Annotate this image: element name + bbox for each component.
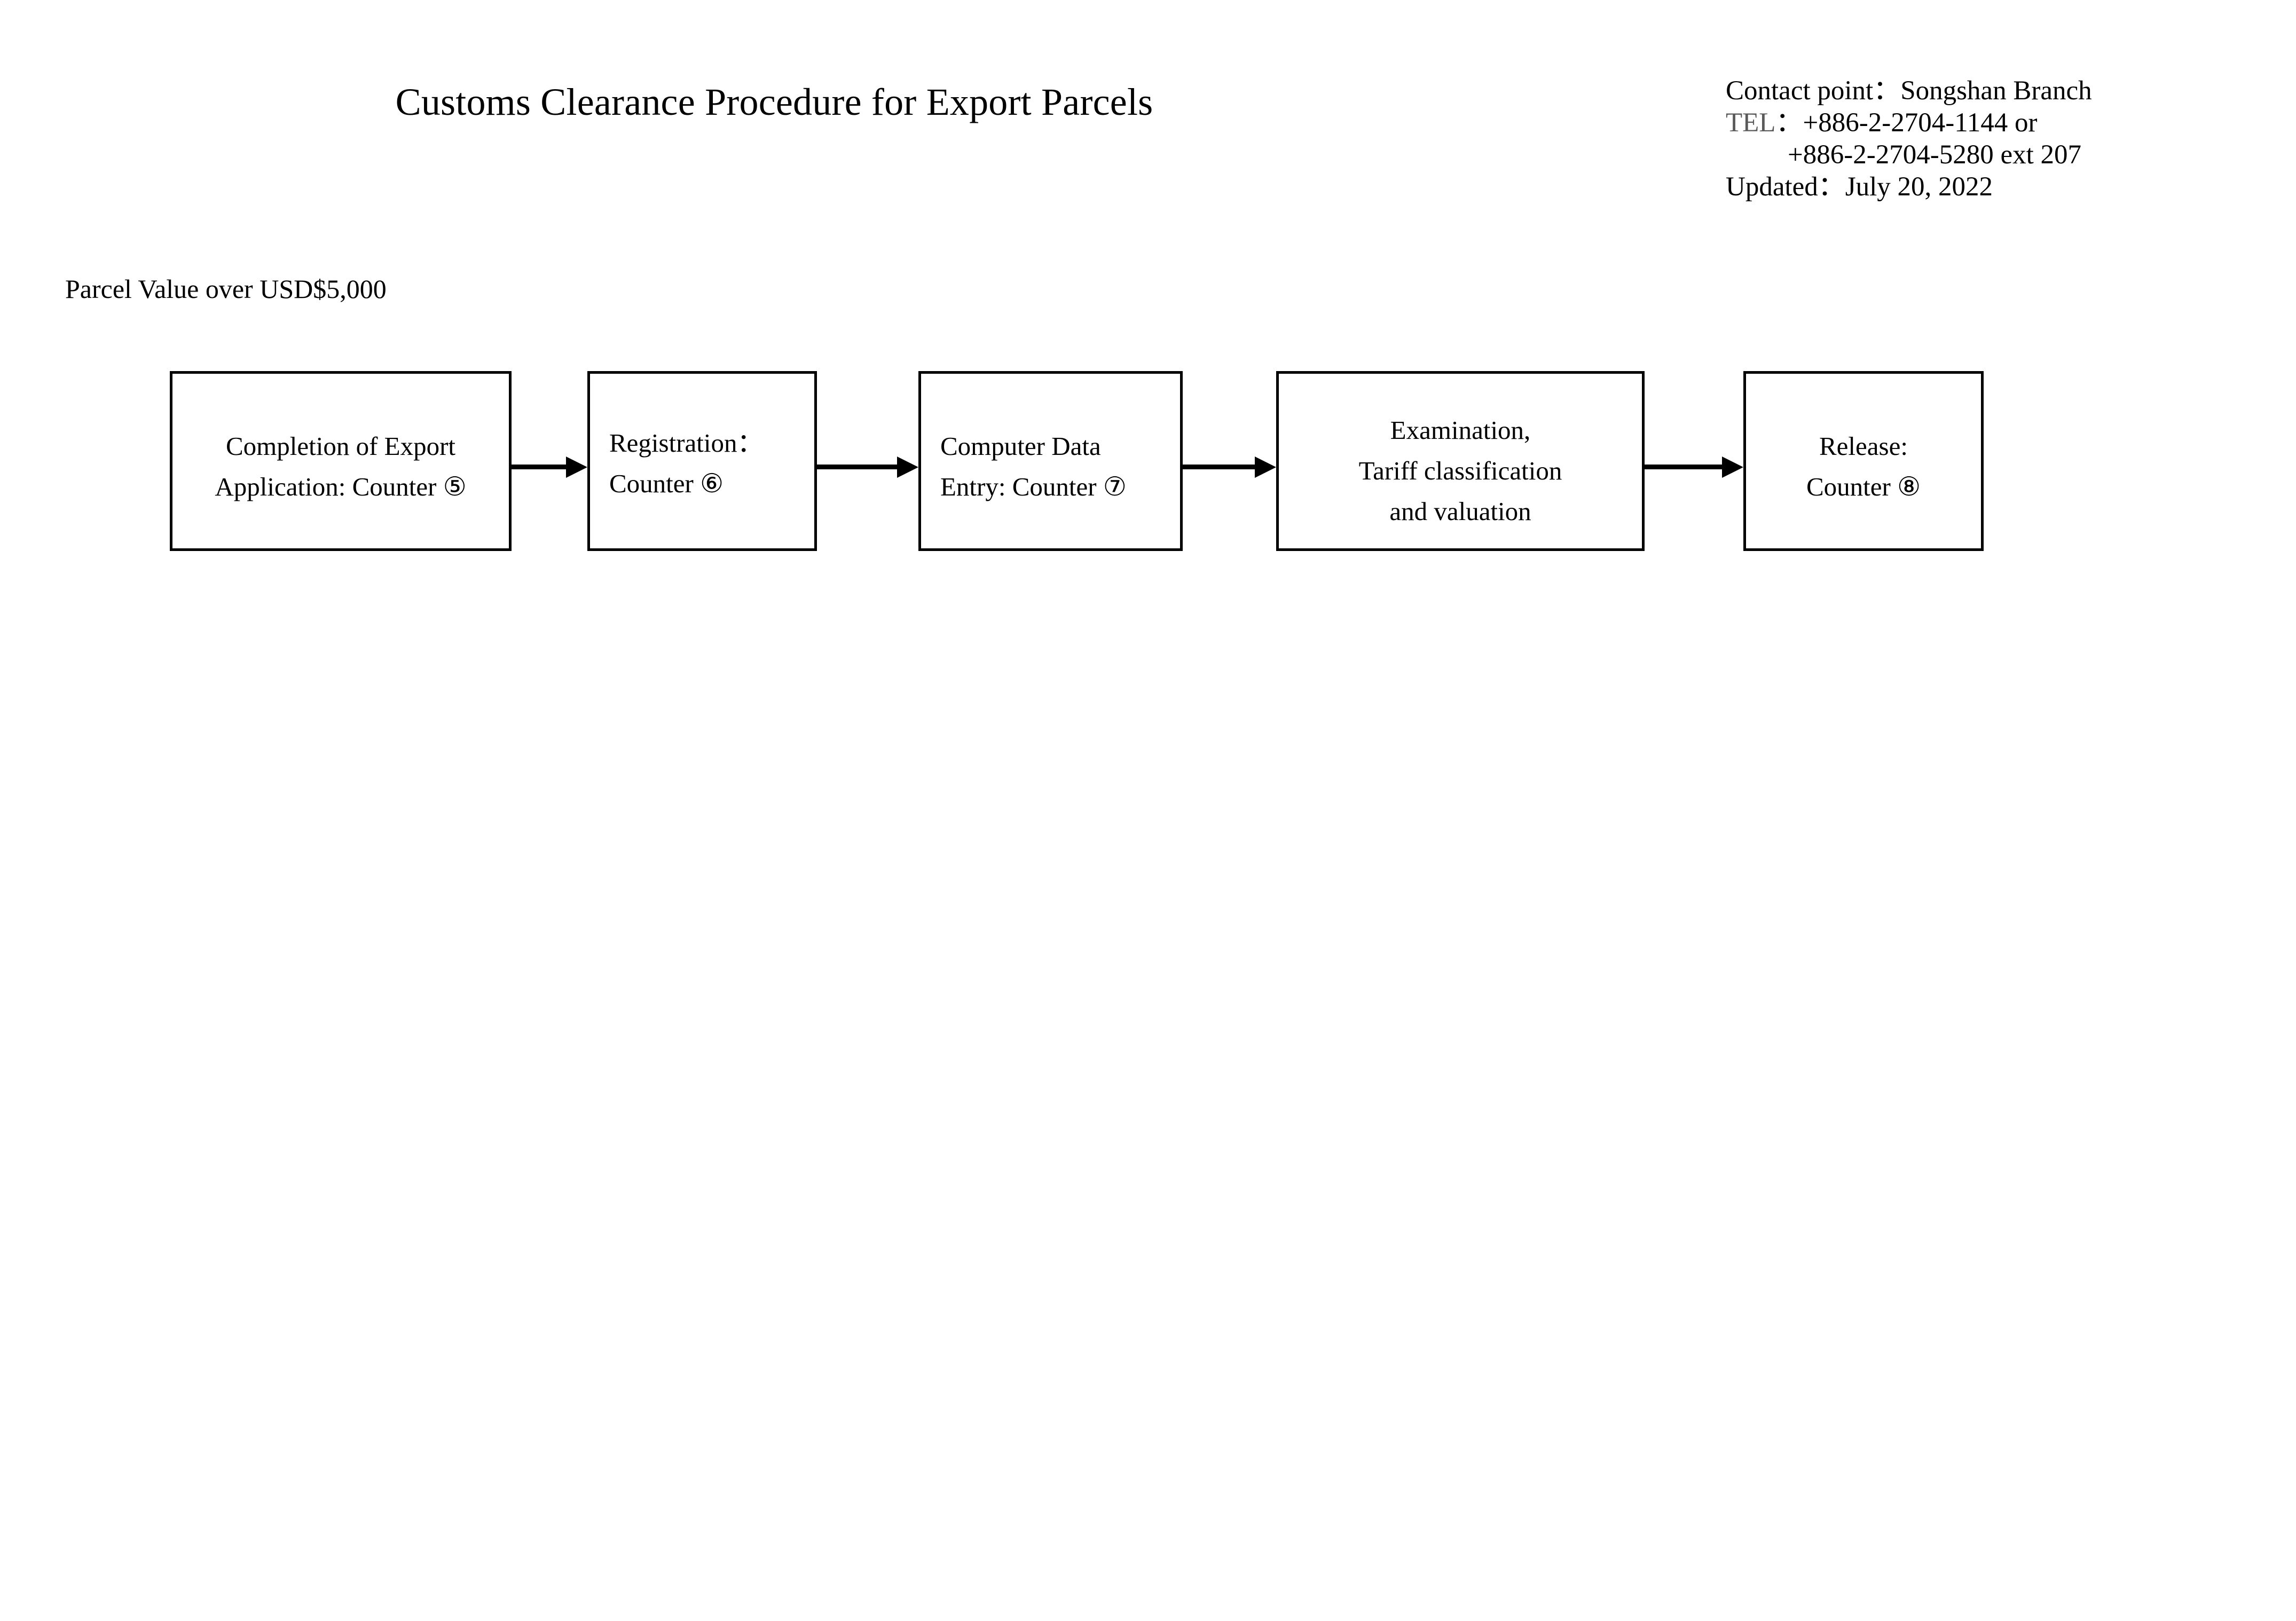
flow-box-text: Completion of Export Application: Counte… (172, 426, 509, 507)
flow-box-line: Counter ⑥ (609, 469, 724, 498)
arrow-shaft (512, 465, 566, 469)
arrow-shaft (1645, 465, 1722, 469)
flow-box-line: and valuation (1389, 497, 1531, 526)
flow-box-line: Tariff classification (1358, 456, 1562, 485)
flow-box-line: Counter ⑧ (1806, 472, 1921, 501)
flow-box-line: Entry: Counter ⑦ (940, 472, 1127, 501)
arrow-head (1722, 457, 1743, 478)
flow-box-examination-tariff-valuation: Examination, Tariff classification and v… (1276, 371, 1645, 551)
tel-separator: ： (1775, 108, 1803, 138)
flow-arrow-icon (817, 457, 918, 478)
flow-box-computer-data-entry: Computer Data Entry: Counter ⑦ (918, 371, 1183, 551)
tel-number-primary: +886-2-2704-1144 or (1803, 108, 2038, 138)
tel-number-secondary: +886-2-2704-5280 ext 207 (1788, 140, 2082, 170)
flow-arrow-icon (1645, 457, 1743, 478)
parcel-value-note: Parcel Value over USD$5,000 (65, 274, 387, 304)
flow-box-line: Computer Data (940, 431, 1101, 461)
flow-box-line: Registration： (609, 428, 764, 458)
flow-box-text: Examination, Tariff classification and v… (1279, 410, 1642, 532)
arrow-head (566, 457, 587, 478)
contact-info-block: Contact point：Songshan Branch TEL：+886-2… (1726, 75, 2092, 203)
flow-box-line: Release: (1819, 431, 1908, 461)
page-title: Customs Clearance Procedure for Export P… (395, 81, 1153, 123)
arrow-head (897, 457, 918, 478)
flow-box-line: Completion of Export (225, 431, 456, 461)
flow-box-line: Application: Counter ⑤ (215, 472, 467, 501)
flow-box-registration: Registration： Counter ⑥ (587, 371, 817, 551)
flow-box-text: Computer Data Entry: Counter ⑦ (921, 426, 1180, 507)
updated-line: Updated：July 20, 2022 (1726, 172, 1993, 202)
flow-box-text: Release: Counter ⑧ (1746, 426, 1981, 507)
arrow-head (1255, 457, 1276, 478)
flow-box-text: Registration： Counter ⑥ (590, 423, 814, 504)
arrow-shaft (1183, 465, 1255, 469)
flow-arrow-icon (1183, 457, 1276, 478)
arrow-shaft (817, 465, 897, 469)
flow-arrow-icon (512, 457, 587, 478)
flow-box-completion-of-export-application: Completion of Export Application: Counte… (170, 371, 512, 551)
flow-box-line: Examination, (1390, 415, 1531, 445)
tel-label: TEL (1726, 108, 1776, 138)
tel-line-1: TEL：+886-2-2704-1144 or (1726, 107, 2092, 139)
flow-box-release: Release: Counter ⑧ (1743, 371, 1984, 551)
contact-point-line: Contact point：Songshan Branch (1726, 76, 2092, 106)
